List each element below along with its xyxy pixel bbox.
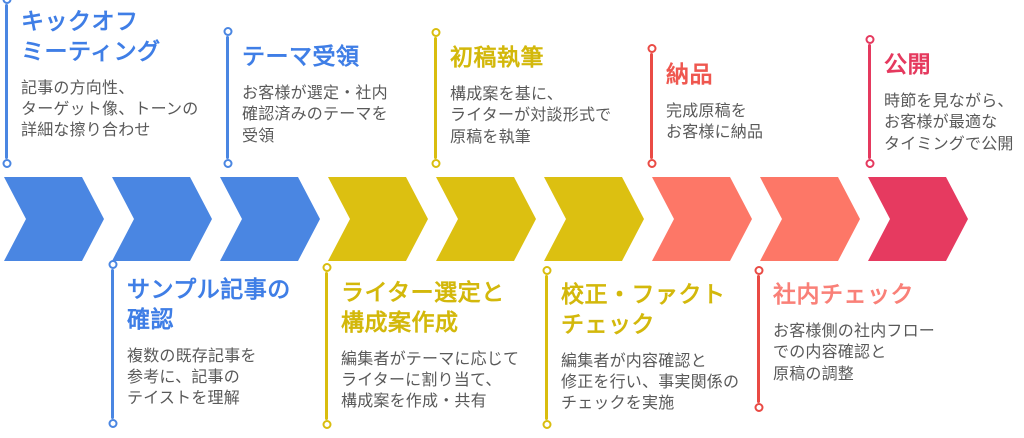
step-title: 初稿執筆: [450, 44, 544, 70]
step-title: 納品: [666, 61, 713, 87]
step-connector-line: [545, 275, 548, 420]
step-description: 時節を見ながら、 お客様が最適な タイミングで公開: [884, 93, 1014, 153]
step-title: 公開: [884, 51, 931, 77]
chevron-arrow-1: [4, 177, 104, 261]
step-description: 編集者が内容確認と 修正を行い、事実関係の チェックを実施: [561, 352, 740, 412]
step-connector-line: [757, 275, 760, 403]
step-title: サンプル記事の 確認: [127, 276, 291, 333]
step-description: 編集者がテーマに応じて ライターに割り当て、 構成案を作成・共有: [341, 350, 520, 410]
step-connector-line: [434, 37, 437, 159]
chevron-arrow-8: [760, 177, 860, 261]
chevron-arrow-9: [868, 177, 968, 261]
step-connector-line: [650, 53, 653, 159]
step-connector-line: [5, 4, 8, 159]
chevron-arrow-4: [328, 177, 428, 261]
step-description: 記事の方向性、 ターゲット像、トーンの 詳細な擦り合わせ: [21, 79, 199, 139]
step-connector-line: [325, 272, 328, 420]
chevron-arrow-band: [4, 177, 968, 261]
step-description: お客様側の社内フロー での内容確認と 原稿の調整: [773, 323, 936, 383]
step-connector-line: [226, 36, 229, 159]
step-description: 完成原稿を お客様に納品: [666, 103, 764, 142]
chevron-arrow-6: [544, 177, 644, 261]
step-description: 複数の既存記事を 参考に、記事の テイストを理解: [127, 347, 257, 407]
chevron-arrow-2: [112, 177, 212, 261]
step-description: 構成案を基に、 ライターが対談形式で 原稿を執筆: [450, 86, 612, 146]
step-title: テーマ受領: [242, 43, 360, 69]
chevron-arrow-5: [436, 177, 536, 261]
step-description: お客様が選定・社内 確認済みのテーマを 受領: [242, 85, 388, 145]
step-title: キックオフ ミーティング: [21, 8, 161, 65]
step-title: ライター選定と 構成案作成: [341, 279, 505, 336]
step-title: 校正・ファクト チェック: [561, 281, 726, 338]
step-title: 社内チェック: [773, 281, 914, 307]
step-connector-line: [111, 269, 114, 419]
chevron-arrow-7: [652, 177, 752, 261]
step-connector-line: [868, 44, 871, 159]
chevron-arrow-3: [220, 177, 320, 261]
